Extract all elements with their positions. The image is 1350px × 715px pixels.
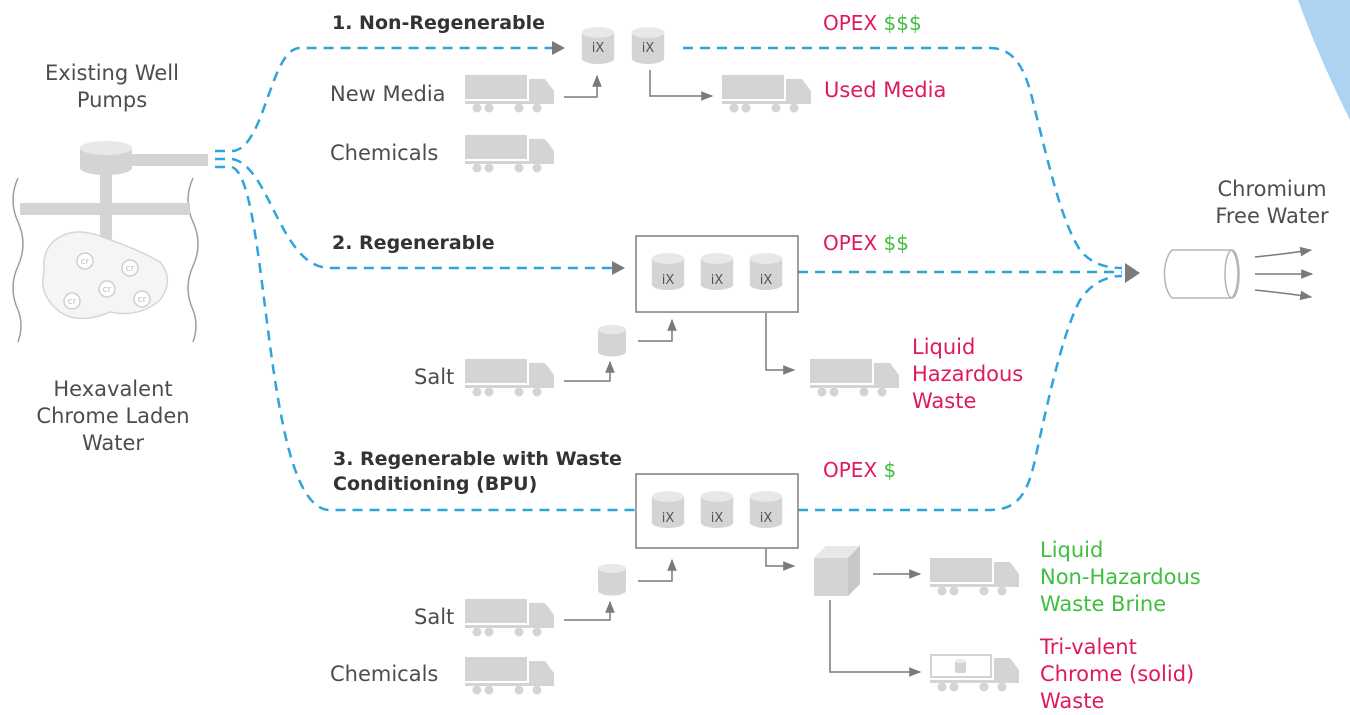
used-media-arrow — [649, 70, 714, 101]
option3-input-salt: Salt — [414, 605, 455, 629]
option2-vessel-3: iX — [749, 253, 783, 290]
corner-accent-shape — [1298, 0, 1350, 120]
new-media-truck-icon — [465, 75, 554, 113]
option1-vessel-2: iX — [631, 27, 665, 65]
option1-title: 1. Non-Regenerable — [332, 12, 546, 34]
solid-waste-truck-icon — [930, 654, 1020, 692]
svg-text:iX: iX — [711, 273, 724, 288]
option2-input-salt: Salt — [414, 365, 455, 389]
svg-text:iX: iX — [662, 511, 675, 526]
svg-text:iX: iX — [711, 511, 724, 526]
option1-input-chemicals: Chemicals — [330, 141, 439, 165]
svg-text:iX: iX — [662, 273, 675, 288]
chemicals-truck-icon — [465, 135, 554, 173]
svg-text:iX: iX — [760, 511, 773, 526]
option2-brine-arrow — [638, 318, 677, 342]
used-media-truck-icon — [722, 75, 811, 113]
option3-brine-arrow — [638, 558, 677, 582]
option3-opex: OPEX $ — [823, 458, 897, 482]
flow-lines — [215, 46, 1123, 512]
well-pump-icon — [12, 141, 208, 343]
option3-vessel-3: iX — [749, 491, 783, 528]
option1-opex: OPEX $$$ — [823, 11, 922, 35]
svg-text:iX: iX — [760, 273, 773, 288]
option3-chemicals-truck-icon — [465, 657, 554, 695]
option2-vessel-1: iX — [651, 253, 685, 290]
arrowhead-option-1 — [552, 41, 565, 55]
chromium-particles-icon: cr cr cr cr cr — [63, 252, 151, 310]
svg-text:cr: cr — [138, 295, 147, 305]
output-flow-arrows — [1254, 246, 1314, 301]
svg-text:cr: cr — [81, 257, 90, 267]
option2-opex: OPEX $$ — [823, 231, 909, 255]
option3-to-bpu-arrow — [765, 549, 796, 571]
flow-line-output-3 — [798, 274, 1123, 512]
svg-text:iX: iX — [642, 41, 655, 56]
option2-waste-arrow — [765, 313, 796, 375]
option3-salt-arrow — [564, 600, 615, 621]
bpu-unit-icon — [814, 546, 860, 596]
brine-truck-icon — [930, 558, 1019, 596]
flow-line-option-2 — [231, 157, 612, 270]
option3-brine-tank-icon — [598, 563, 626, 596]
flow-line-output-1 — [683, 46, 1123, 270]
svg-text:cr: cr — [103, 285, 112, 295]
flow-line-option-3 — [231, 165, 636, 512]
option3-salt-truck-icon — [465, 599, 554, 637]
option1-vessel-1: iX — [581, 27, 615, 65]
option2-title: 2. Regenerable — [332, 232, 495, 254]
option3-input-chemicals: Chemicals — [330, 662, 439, 686]
option3-vessel-1: iX — [651, 491, 685, 528]
arrowhead-option-2 — [612, 261, 625, 275]
option1-input-new-media: New Media — [330, 82, 446, 106]
output-pipe-icon — [1163, 249, 1240, 299]
option2-salt-arrow — [564, 360, 615, 382]
option2-vessel-2: iX — [700, 253, 734, 290]
svg-text:iX: iX — [592, 41, 605, 56]
flow-line-option-1 — [231, 46, 552, 153]
svg-text:cr: cr — [126, 264, 135, 274]
option2-brine-tank-icon — [598, 324, 626, 357]
hazardous-waste-truck-icon — [810, 359, 899, 397]
option2-salt-truck-icon — [465, 359, 554, 397]
bpu-solid-arrow — [829, 600, 922, 677]
svg-text:cr: cr — [68, 297, 77, 307]
new-media-feed-arrow — [564, 74, 602, 98]
option3-vessel-2: iX — [700, 491, 734, 528]
arrowhead-output — [1125, 263, 1140, 283]
option1-waste-label: Used Media — [824, 78, 947, 102]
